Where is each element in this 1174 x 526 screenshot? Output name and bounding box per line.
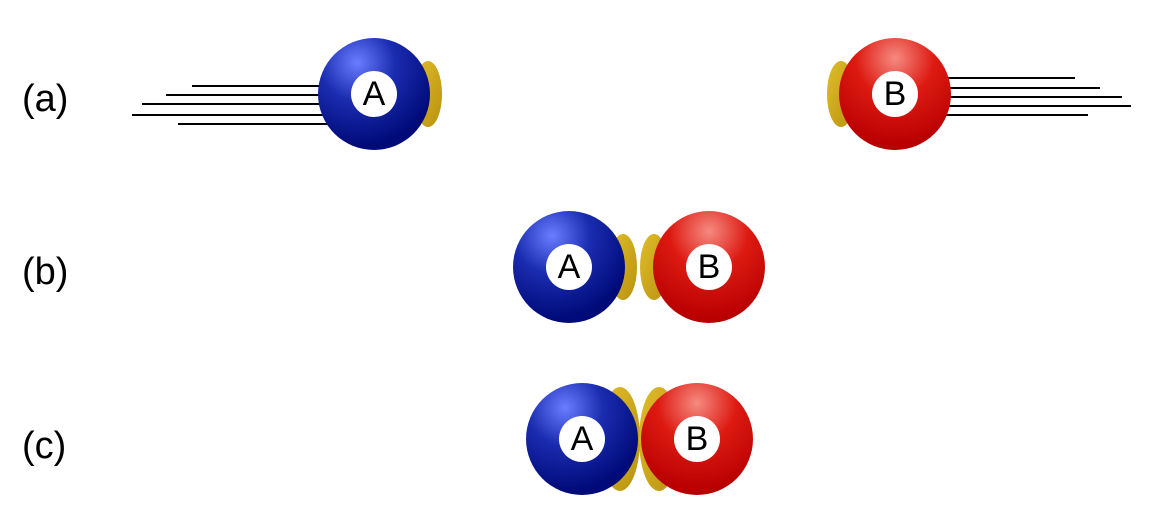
motion-lines-a <box>132 85 330 125</box>
row-label-a: (a) <box>22 78 68 120</box>
particle-b: B <box>653 211 765 323</box>
motion-lines-b <box>940 77 1131 116</box>
particle-b-label: B <box>698 248 721 286</box>
row-label-c: (c) <box>22 425 66 467</box>
row-label-b: (b) <box>22 251 68 293</box>
particle-a: A <box>526 383 638 495</box>
particle-a-label: A <box>558 248 581 286</box>
particle-b-label: B <box>884 75 907 113</box>
particle-a: A <box>513 211 625 323</box>
particle-a-label: A <box>571 420 594 458</box>
particle-b-label: B <box>686 420 709 458</box>
particle-b: B <box>839 38 951 150</box>
particle-a-label: A <box>363 75 386 113</box>
particle-b: B <box>641 383 753 495</box>
particle-a: A <box>318 38 430 150</box>
row-a: A B <box>132 38 1131 150</box>
row-b: A B <box>513 211 765 323</box>
row-c: A B <box>526 383 753 495</box>
